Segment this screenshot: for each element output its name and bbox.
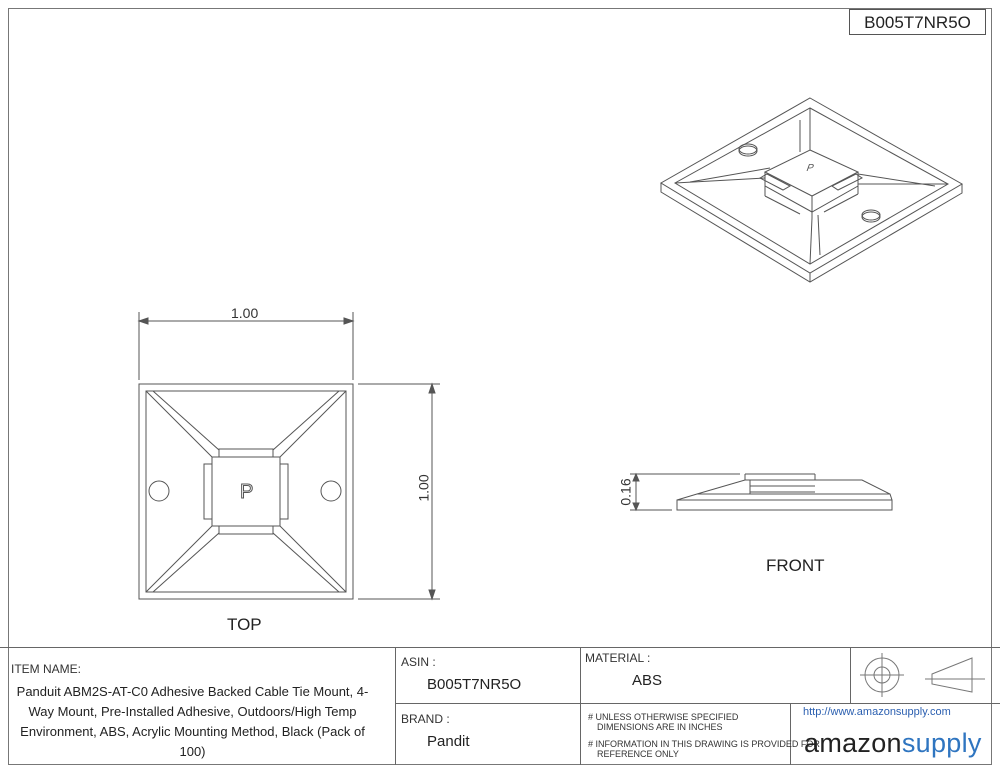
note-units-line1: # UNLESS OTHERWISE SPECIFIED <box>588 712 739 722</box>
asin-label: ASIN : <box>401 655 436 669</box>
note-reference-line2: REFERENCE ONLY <box>597 749 679 759</box>
amazonsupply-logo: amazonsupply <box>804 728 982 759</box>
iso-emboss-letter: P <box>805 163 816 174</box>
material-value: ABS <box>632 672 663 689</box>
top-view <box>138 383 354 600</box>
front-height-dimension <box>630 472 740 512</box>
front-view <box>676 473 893 511</box>
asin-header-box: B005T7NR5O <box>849 9 986 35</box>
brand-label: BRAND : <box>401 712 450 726</box>
brand-value: Pandit <box>427 733 470 750</box>
item-name-text: Panduit ABM2S-AT-C0 Adhesive Backed Cabl… <box>16 684 369 759</box>
isometric-view <box>660 97 964 283</box>
amazonsupply-url[interactable]: http://www.amazonsupply.com <box>803 706 951 718</box>
logo-supply-text: supply <box>901 728 982 758</box>
front-height-dim-label: 0.16 <box>617 478 634 506</box>
top-width-dim-label: 1.00 <box>231 305 259 321</box>
logo-amazon-text: amazon <box>804 728 902 758</box>
note-reference-line1: # INFORMATION IN THIS DRAWING IS PROVIDE… <box>588 739 820 749</box>
title-block-grid <box>0 647 1000 765</box>
top-emboss-letter: P <box>240 481 253 503</box>
top-height-dim-label: 1.00 <box>415 474 432 502</box>
drawing-border <box>8 8 992 765</box>
top-width-dimension <box>137 312 355 380</box>
front-view-label: FRONT <box>766 556 825 575</box>
top-view-label: TOP <box>227 615 262 634</box>
asin-value: B005T7NR5O <box>427 676 522 693</box>
top-height-dimension <box>358 382 440 601</box>
projection-symbol <box>860 653 985 697</box>
item-name-label: ITEM NAME: <box>11 662 82 676</box>
note-units-line2: DIMENSIONS ARE IN INCHES <box>597 722 723 732</box>
material-label: MATERIAL : <box>585 651 651 665</box>
